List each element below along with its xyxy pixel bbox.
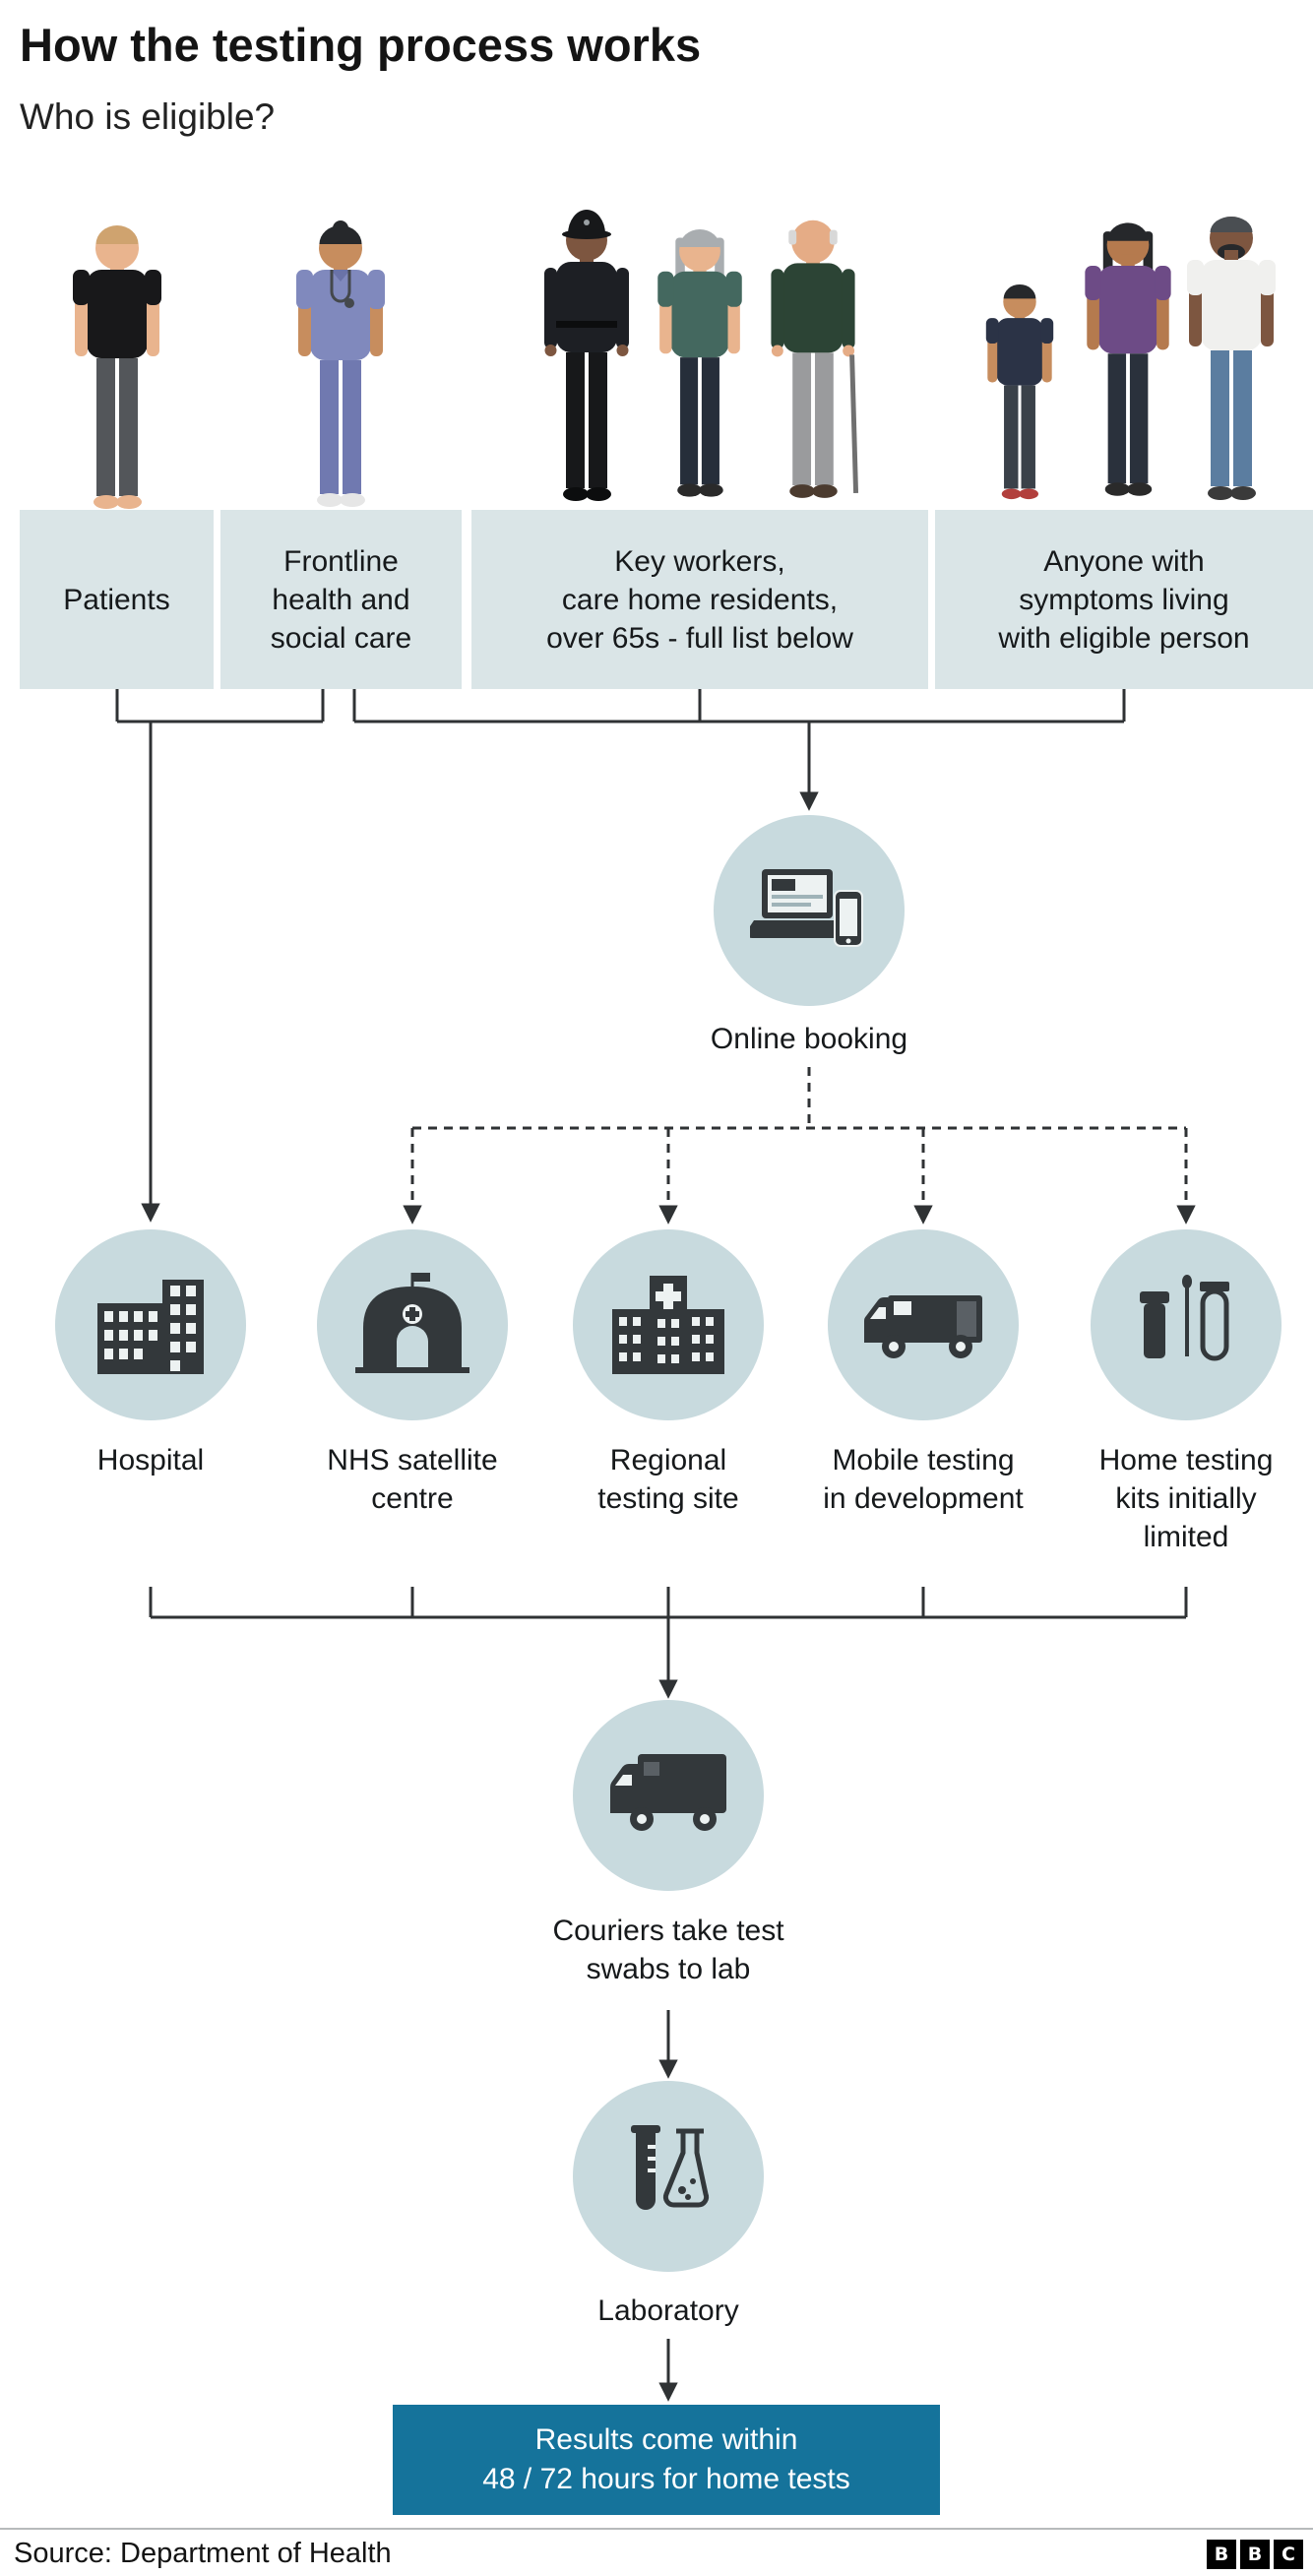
footer-divider (0, 2528, 1313, 2530)
regional-site-label: Regional testing site (597, 1444, 739, 1515)
eligible-box-key-workers: Key workers, care home residents, over 6… (471, 510, 928, 689)
bracket-to-courier (149, 1587, 1188, 1619)
bracket-to-hospital (115, 689, 325, 723)
van-icon (864, 1295, 982, 1358)
home-testing-node (1091, 1229, 1282, 1420)
care-home-resident-figure (657, 228, 742, 497)
eligible-box-frontline: Frontline health and social care (220, 510, 462, 689)
source-credit: Source: Department of Health (14, 2538, 392, 2569)
mobile-testing-label: Mobile testing in development (823, 1444, 1024, 1515)
page-subtitle: Who is eligible? (20, 96, 276, 137)
clinic-building-icon (612, 1276, 724, 1374)
home-testing-label: Home testing kits initially limited (1098, 1444, 1274, 1553)
nurse-figure (296, 220, 385, 507)
results-box: Results come within 48 / 72 hours for ho… (393, 2405, 940, 2515)
nhs-satellite-node (317, 1229, 508, 1420)
bbc-logo-block: B (1240, 2540, 1270, 2569)
eligible-box-household: Anyone with symptoms living with eligibl… (935, 510, 1313, 689)
mobile-testing-node (828, 1229, 1019, 1420)
eligible-box-patients: Patients (20, 510, 214, 689)
key-workers-figures (544, 210, 859, 501)
laboratory-node (573, 2081, 764, 2272)
hospital-node (55, 1229, 246, 1420)
symptomatic-man-figure (1187, 217, 1276, 500)
test-kit-icon (1140, 1275, 1229, 1361)
bbc-logo: B B C (1207, 2540, 1303, 2569)
child-figure (985, 283, 1054, 500)
nhs-satellite-label: NHS satellite centre (327, 1444, 498, 1515)
online-booking-node (714, 815, 905, 1006)
hospital-label: Hospital (96, 1444, 205, 1476)
lab-flask-icon (631, 2125, 710, 2210)
laptop-phone-icon (750, 869, 863, 947)
online-booking-label: Online booking (710, 1023, 908, 1055)
police-officer-figure (544, 210, 629, 501)
tent-icon (355, 1273, 469, 1373)
patient-figure (73, 225, 161, 509)
bracket-to-booking (352, 689, 1126, 723)
courier-van-icon (610, 1754, 726, 1831)
regional-site-node (573, 1229, 764, 1420)
symptomatic-woman-figure (1085, 222, 1171, 496)
bbc-logo-block: B (1207, 2540, 1236, 2569)
over-65-figure (771, 220, 859, 498)
courier-label: Couriers take test swabs to lab (552, 1915, 784, 1985)
page-title: How the testing process works (20, 19, 702, 71)
household-figures (985, 217, 1276, 500)
laboratory-label: Laboratory (597, 2294, 739, 2327)
hospital-building-icon (97, 1280, 204, 1374)
courier-node (573, 1700, 764, 1891)
bbc-logo-block: C (1274, 2540, 1303, 2569)
